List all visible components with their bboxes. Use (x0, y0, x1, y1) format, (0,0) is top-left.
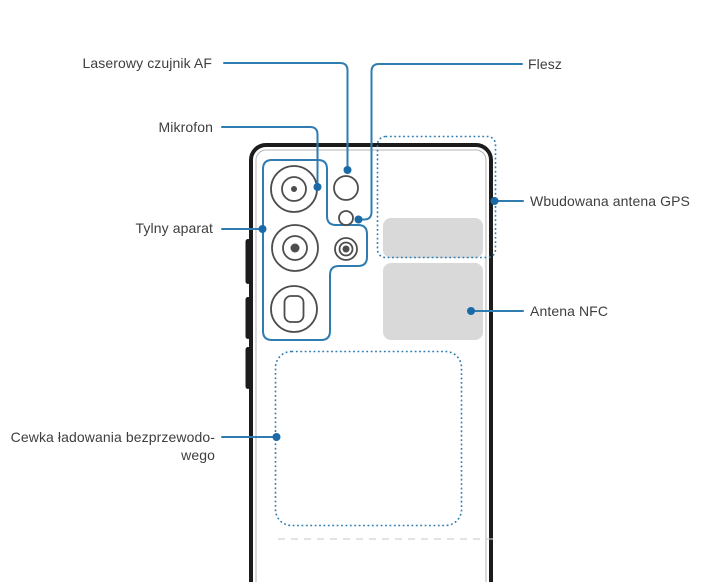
antenna-panel-upper (383, 218, 483, 258)
camera-lens-periscope-icon (270, 285, 318, 333)
pointer-dot-laser-af (343, 166, 352, 174)
pointer-dot-nfc (467, 307, 475, 315)
laser-af-sensor-icon (333, 175, 359, 201)
label-gps-antenna: Wbudowana antena GPS (530, 193, 690, 209)
leader-flash (359, 63, 523, 221)
pointer-dot-microphone (313, 183, 322, 191)
label-wireless-coil-line2: wego (181, 447, 215, 463)
pointer-dot-flash (354, 215, 363, 224)
label-rear-camera: Tylny aparat (135, 220, 213, 236)
leader-laser-af (223, 62, 349, 168)
wireless-coil-area (274, 350, 463, 527)
rear-camera-outline (262, 159, 368, 341)
pointer-dot-rear-camera (258, 225, 267, 233)
leader-microphone (221, 126, 319, 185)
label-laser-af: Laserowy czujnik AF (82, 55, 212, 71)
label-microphone: Mikrofon (158, 119, 213, 135)
pointer-dot-wireless-coil (272, 433, 281, 441)
label-flash: Flesz (528, 56, 562, 72)
antenna-panel-nfc (383, 263, 483, 340)
label-nfc-antenna: Antena NFC (530, 303, 609, 319)
camera-lens-tele-icon (334, 237, 358, 261)
label-wireless-coil: Cewka ładowania bezprzewodo- wego (0, 428, 215, 464)
camera-lens-middle-icon (271, 224, 319, 272)
camera-lens-top-icon (270, 165, 318, 213)
flash-icon (338, 210, 354, 226)
label-wireless-coil-line1: Cewka ładowania bezprzewodo- (10, 429, 215, 445)
gps-antenna-area (376, 135, 497, 259)
pointer-dot-gps (490, 197, 499, 205)
